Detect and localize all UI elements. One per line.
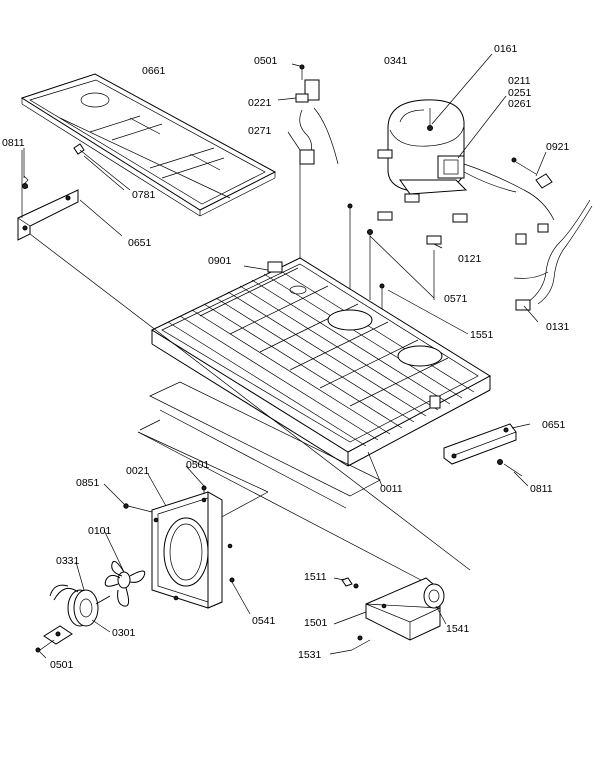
callout-0271: 0271 bbox=[248, 125, 272, 137]
callout-0251: 0251 bbox=[508, 87, 532, 99]
left-bracket bbox=[17, 150, 79, 241]
wiring-harness bbox=[511, 157, 593, 311]
callout-0811: 0811 bbox=[2, 137, 25, 149]
callout-0101: 0101 bbox=[88, 525, 112, 537]
callout-0011: 0011 bbox=[380, 483, 403, 495]
callout-0501-shroud: 0501 bbox=[186, 459, 210, 471]
drain-pan bbox=[149, 381, 381, 509]
callout-0341: 0341 bbox=[384, 55, 408, 67]
callout-1531: 1531 bbox=[298, 649, 322, 661]
callout-0501: 0501 bbox=[254, 55, 278, 67]
cover-panel bbox=[20, 73, 277, 217]
grommets bbox=[377, 193, 468, 300]
fan-blade bbox=[104, 560, 146, 607]
callout-0811-right: 0811 bbox=[530, 483, 553, 495]
callout-0331: 0331 bbox=[56, 555, 80, 567]
control-assembly bbox=[295, 64, 339, 260]
defrost-bracket bbox=[341, 577, 445, 651]
callout-0211: 0211 bbox=[508, 75, 531, 87]
callout-0651: 0651 bbox=[128, 237, 152, 249]
compressor bbox=[377, 99, 555, 221]
callout-0121: 0121 bbox=[458, 253, 482, 265]
callout-0921: 0921 bbox=[546, 141, 570, 153]
callout-leaders bbox=[23, 53, 547, 659]
callout-1511: 1511 bbox=[304, 571, 327, 583]
callout-0131: 0131 bbox=[546, 321, 570, 333]
callout-0021: 0021 bbox=[126, 465, 150, 477]
assembly-lines bbox=[29, 233, 471, 591]
callout-0161: 0161 bbox=[494, 43, 518, 55]
base-tray bbox=[150, 257, 491, 467]
clip bbox=[73, 143, 131, 191]
callout-labels: 0661 0811 0781 0651 0501 0221 0271 0341 … bbox=[2, 43, 570, 671]
fan-shroud bbox=[123, 485, 235, 609]
callout-0651-right: 0651 bbox=[542, 419, 566, 431]
callout-0901: 0901 bbox=[208, 255, 232, 267]
callout-0501-motor: 0501 bbox=[50, 659, 74, 671]
callout-0851: 0851 bbox=[76, 477, 100, 489]
callout-0261: 0261 bbox=[508, 98, 532, 110]
callout-0571: 0571 bbox=[444, 293, 468, 305]
callout-1541: 1541 bbox=[446, 623, 470, 635]
callout-1551: 1551 bbox=[470, 329, 494, 341]
callout-0221: 0221 bbox=[248, 97, 272, 109]
callout-0781: 0781 bbox=[132, 189, 156, 201]
callout-0301: 0301 bbox=[112, 627, 136, 639]
fan-motor bbox=[35, 584, 111, 653]
callout-0541: 0541 bbox=[252, 615, 276, 627]
tray-screws bbox=[347, 203, 385, 320]
callout-0661: 0661 bbox=[142, 65, 166, 77]
right-bracket bbox=[443, 423, 523, 477]
callout-1501: 1501 bbox=[304, 617, 328, 629]
